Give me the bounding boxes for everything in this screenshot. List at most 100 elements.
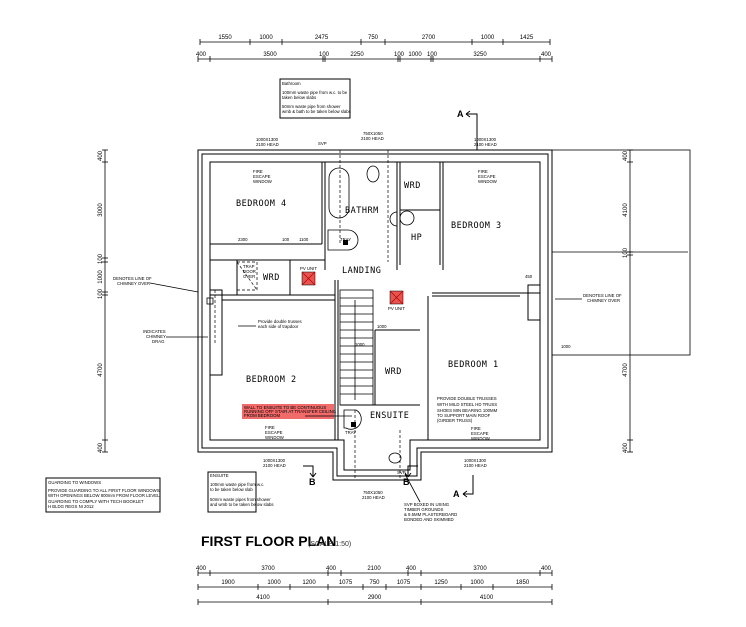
dimension-label: 2700 (422, 35, 436, 41)
annotation-text: TRAP (243, 264, 255, 269)
annotation-text: WALL TO ENSUITE TO BE CONTINUOUS (244, 405, 326, 410)
annotation-text: each side of trapdoor (258, 324, 299, 329)
dimension-label: 1250 (434, 580, 448, 586)
room-label-landing: LANDING (342, 266, 381, 276)
walls (197, 149, 553, 481)
annotation-text: 2100 HEAD (263, 463, 286, 468)
dimension-label: 2250 (350, 52, 364, 58)
annotation-text: 100mm waste pipe from w.c. (210, 482, 264, 487)
dimension-label: 3700 (473, 566, 487, 572)
annotation-text: RUNNING OFF STAIR AT TRANSFER CEILING (244, 409, 337, 414)
ensuite-shower-icon (343, 409, 362, 430)
section-a-marker: A (457, 109, 464, 119)
bath-icon (328, 167, 350, 219)
dimension-label: 400 (196, 566, 207, 572)
annotation-text: FIRE (253, 169, 263, 174)
annotation-text: & 9.5MM PLASTERBOARD (404, 512, 457, 517)
pv-unit-label: PV UNIT (388, 306, 405, 311)
annotation-text: 50mm waste pipes from shower (210, 497, 271, 502)
staircase (339, 289, 374, 406)
ensuite-wall-note: WALL TO ENSUITE TO BE CONTINUOUS RUNNING… (242, 404, 352, 419)
annotation-text: ESCAPE (265, 430, 283, 435)
annotation-text: FIRE (265, 425, 275, 430)
annotation-text: TRAY (345, 430, 356, 435)
dimension-label: 100 (98, 288, 104, 299)
annotation-text: CHIMNEY OVER (587, 298, 620, 303)
annotation-text: DRAG (152, 339, 165, 344)
annotation-text: 1000 (561, 344, 571, 349)
dimension-label: 400 (326, 566, 337, 572)
annotation-text: 2100 HEAD (474, 142, 497, 147)
dimension-label: 1075 (339, 580, 353, 586)
dimension-label: 4100 (480, 595, 494, 601)
note-line: Bathroom (282, 81, 301, 86)
annotation-text: 2100 HEAD (464, 463, 487, 468)
dimension-label: 1000 (481, 35, 495, 41)
annotation-text: SVP (318, 141, 327, 146)
annotation-text: WITH OPENINGS BELOW 800mm FROM FLOOR LEV… (48, 493, 160, 498)
shower-tray-icon (327, 229, 359, 251)
annotation-text: 1000X1300 (256, 137, 279, 142)
dimension-label: 1000 (259, 35, 273, 41)
dimension-label: 2900 (368, 595, 382, 601)
room-label-wardrobe: WRD (385, 367, 402, 377)
dimension-label: 100 (98, 253, 104, 264)
section-b-marker: B (403, 477, 410, 487)
annotation-text: INDICATES (143, 329, 166, 334)
annotation-text: WINDOW (253, 179, 273, 184)
annotation-text: OVER (243, 274, 255, 279)
dimension-label: 1000 (470, 580, 484, 586)
annotation-text: 2100 HEAD (256, 142, 279, 147)
annotation-text: 750X1050 (363, 131, 383, 136)
annotation-text: ENSUITE (210, 473, 229, 478)
annotation-text: SHOES MIN BEARING 100MM (437, 408, 498, 413)
annotation-text: BONDED AND SKIMMED (404, 517, 454, 522)
annotation-text: FIRE (478, 169, 488, 174)
dimension-label: 1850 (516, 580, 530, 586)
room-label-bedroom-2: BEDROOM 2 (246, 375, 297, 385)
annotation-text: WINDOW (265, 435, 285, 440)
ensuite-toilet-icon (388, 452, 402, 464)
annotation-text: TRAY (340, 237, 351, 242)
annotation-text: WITH MILD STEEL HD TRUSS (437, 402, 497, 407)
annotation-text: 1000 (377, 324, 387, 329)
pv-units: PV UNIT PV UNIT (300, 266, 405, 311)
annotation-text: TO SUPPORT MAIN ROOF (437, 413, 491, 418)
annotation-text: CHIMNEY (146, 334, 166, 339)
note-line: 100mm waste pipe from w.c. to be (282, 90, 348, 95)
dimension-label: 400 (196, 52, 207, 58)
annotation-text: FIRE (471, 426, 481, 431)
annotation-text: 1000 (355, 342, 365, 347)
dimension-label: 1550 (218, 35, 232, 41)
annotation-text: 100 (282, 237, 290, 242)
dimension-label: 400 (623, 150, 629, 161)
annotation-text: 1000X1300 (474, 137, 497, 142)
annotation-text: PROVIDE DOUBLE TRUSSES (437, 396, 497, 401)
annotation-text: 2100 HEAD (362, 495, 385, 500)
dimension-label: 400 (98, 442, 104, 453)
dimension-label: 100 (623, 247, 629, 258)
dimension-label: 3000 (98, 203, 104, 217)
annotation-text: FROM BEDROOM (244, 413, 280, 418)
annotation-text: 1000X1300 (464, 458, 487, 463)
room-label-bathroom: BATHRM (345, 206, 379, 216)
dimension-label: 750 (369, 580, 380, 586)
toilet-icon (366, 165, 380, 183)
dimension-label: 3500 (263, 52, 277, 58)
dimension-label: 100 (427, 52, 438, 58)
annotation-text: 750X1050 (363, 490, 383, 495)
dimension-label: 1200 (302, 580, 316, 586)
annotation-text: ESCAPE (471, 431, 489, 436)
room-label-ensuite: ENSUITE (370, 411, 409, 421)
note-line: wmb & bath to be taken below slabs (282, 109, 351, 114)
dimension-label: 4100 (256, 595, 270, 601)
note-line: 50mm waste pipe from shower (282, 104, 341, 109)
annotation-text: (GIRDER TRUSS) (437, 418, 473, 423)
room-label-bedroom-4: BEDROOM 4 (236, 199, 287, 209)
drawing-title: FIRST FLOOR PLAN (201, 533, 336, 549)
annotation-text: WINDOW (471, 436, 491, 441)
dimension-label: 100 (394, 52, 405, 58)
annotation-text: SVP BOXED IN USING (404, 502, 450, 507)
